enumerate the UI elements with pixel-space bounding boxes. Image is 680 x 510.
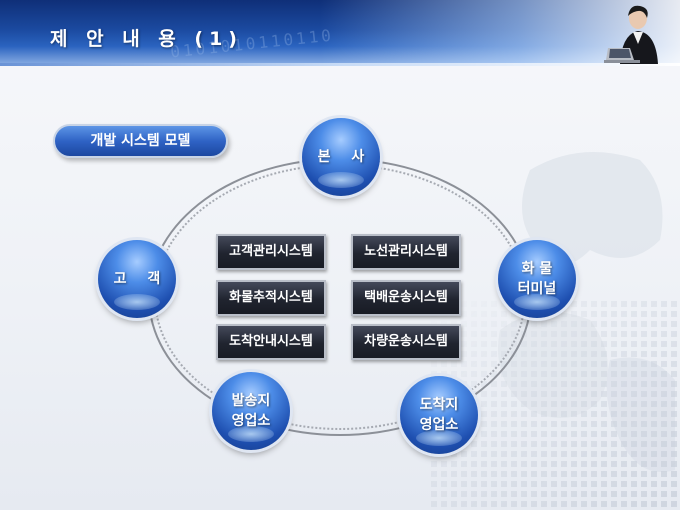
node-destination-office-line2: 영업소: [419, 417, 459, 433]
node-origin-office[interactable]: 발송지 영업소: [212, 372, 290, 450]
node-destination-office-line1: 도착지: [419, 397, 459, 413]
node-head-office-label: 본 사: [317, 149, 373, 165]
node-cargo-terminal-line2: 터미널: [517, 281, 557, 297]
node-head-office[interactable]: 본 사: [302, 118, 380, 196]
node-customer[interactable]: 고 객: [98, 240, 176, 318]
system-arrival-notice[interactable]: 도착안내시스템: [216, 324, 326, 360]
development-model-badge: 개발 시스템 모델: [53, 124, 228, 158]
node-cargo-terminal-line1: 화 물: [521, 261, 553, 277]
page-title: 제 안 내 용 (1): [50, 28, 243, 50]
system-cargo-tracking[interactable]: 화물추적시스템: [216, 280, 326, 316]
person-laptop-illustration: [604, 5, 658, 64]
node-origin-office-line2: 영업소: [231, 413, 271, 429]
connection-ring-dotted: [154, 164, 526, 430]
node-destination-office[interactable]: 도착지 영업소: [400, 376, 478, 454]
system-route-management[interactable]: 노선관리시스템: [351, 234, 461, 270]
header-banner: 0101010110110 제 안 내 용 (1): [0, 0, 680, 66]
system-parcel-delivery[interactable]: 택배운송시스템: [351, 280, 461, 316]
system-vehicle-transport[interactable]: 차량운송시스템: [351, 324, 461, 360]
header-divider: [0, 63, 680, 66]
node-origin-office-line1: 발송지: [231, 393, 271, 409]
node-cargo-terminal[interactable]: 화 물 터미널: [498, 240, 576, 318]
system-customer-management[interactable]: 고객관리시스템: [216, 234, 326, 270]
node-customer-label: 고 객: [113, 271, 169, 287]
